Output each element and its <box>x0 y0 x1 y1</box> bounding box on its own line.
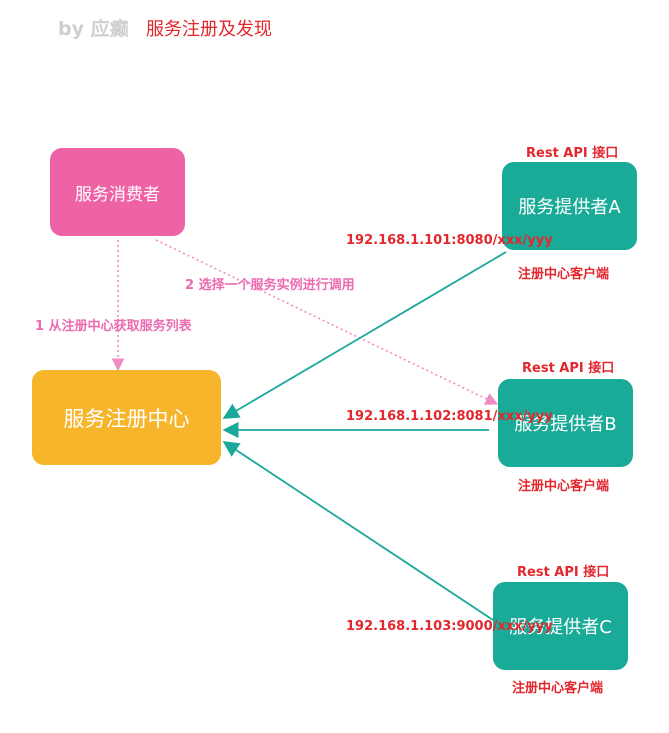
provider-a-node: 服务提供者A <box>502 162 637 250</box>
provider-b-label: 服务提供者B <box>514 414 617 435</box>
provider-c-client-label: 注册中心客户端 <box>512 681 604 696</box>
provider-b-api-label: Rest API 接口 <box>522 361 615 376</box>
edge-fetch-list-label: 1 从注册中心获取服务列表 <box>35 319 192 334</box>
consumer-node: 服务消费者 <box>50 148 185 236</box>
edge-pick-instance <box>155 239 499 405</box>
provider-b-address: 192.168.1.102:8081/xxx/yyy <box>346 409 553 424</box>
edge-register-c <box>222 441 494 621</box>
provider-c-node: 服务提供者C <box>493 582 628 670</box>
diagram-title: 服务注册及发现 <box>146 19 272 40</box>
provider-c-api-label: Rest API 接口 <box>517 565 610 580</box>
consumer-label: 服务消费者 <box>75 184 160 205</box>
provider-b-node: 服务提供者B <box>498 379 633 467</box>
registry-node: 服务注册中心 <box>32 370 221 465</box>
provider-c-label: 服务提供者C <box>509 617 612 638</box>
provider-a-client-label: 注册中心客户端 <box>518 267 610 282</box>
edge-register-a <box>222 251 507 419</box>
provider-a-address: 192.168.1.101:8080/xxx/yyy <box>346 233 553 248</box>
provider-b-client-label: 注册中心客户端 <box>518 479 610 494</box>
provider-a-label: 服务提供者A <box>518 197 621 218</box>
provider-c-address: 192.168.1.103:9000/xxx/yyy <box>346 619 553 634</box>
author-label: by 应癫 <box>58 18 129 40</box>
registry-label: 服务注册中心 <box>63 406 190 431</box>
provider-a-api-label: Rest API 接口 <box>526 146 619 161</box>
edge-pick-instance-label: 2 选择一个服务实例进行调用 <box>185 278 355 293</box>
